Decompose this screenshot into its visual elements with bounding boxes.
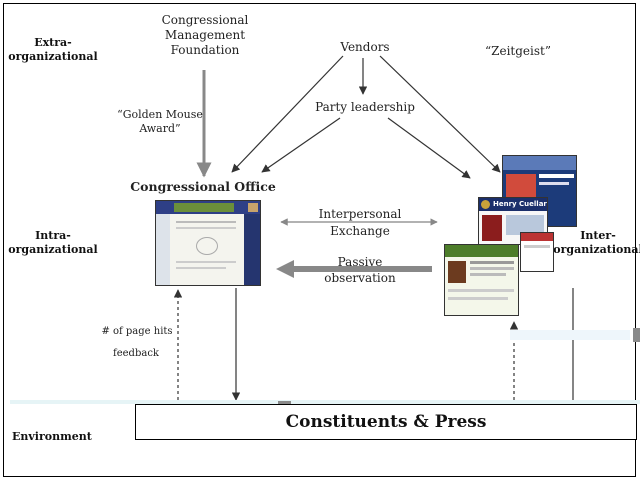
label-interpersonal-exchange: Interpersonal Exchange xyxy=(318,207,402,239)
node-party-leadership: Party leadership xyxy=(315,100,415,114)
arrow-vendors-office xyxy=(231,55,344,173)
node-zeitgeist: “Zeitgeist” xyxy=(485,44,551,58)
band-artifact xyxy=(10,400,640,404)
arrow-vendors-inter xyxy=(379,55,501,173)
label-golden-mouse-award: “Golden Mouse Award” xyxy=(117,108,203,135)
node-inter-organizational: Inter- organizational xyxy=(553,229,640,257)
zone-extra-organizational: Extra- organizational xyxy=(8,36,98,64)
constituents-press-label: Constituents & Press xyxy=(285,412,487,432)
diagram-frame xyxy=(3,3,636,477)
zone-environment: Environment xyxy=(12,430,92,443)
arrow-party-inter xyxy=(387,117,471,179)
node-constituents-press: Constituents & Press xyxy=(135,404,637,440)
artifact-block-right xyxy=(633,328,640,342)
node-congressional-management-foundation: Congressional Management Foundation xyxy=(161,13,249,57)
zone-intra-organizational: Intra- organizational xyxy=(8,229,98,257)
henry-cuellar-header: Henry Cuellar xyxy=(479,198,547,211)
arrow-party-office xyxy=(261,117,341,173)
node-congressional-office: Congressional Office xyxy=(130,179,276,194)
node-vendors: Vendors xyxy=(340,40,390,54)
label-passive-observation: Passive observation xyxy=(324,255,396,286)
website-thumbnail-4 xyxy=(520,232,554,272)
label-page-hits: # of page hits xyxy=(101,326,173,337)
artifact-strip-right xyxy=(510,330,630,340)
arrow-passive-head xyxy=(276,260,294,278)
label-feedback: feedback xyxy=(113,348,159,359)
office-website-thumbnail xyxy=(155,200,261,286)
website-thumbnail-3 xyxy=(444,244,519,316)
